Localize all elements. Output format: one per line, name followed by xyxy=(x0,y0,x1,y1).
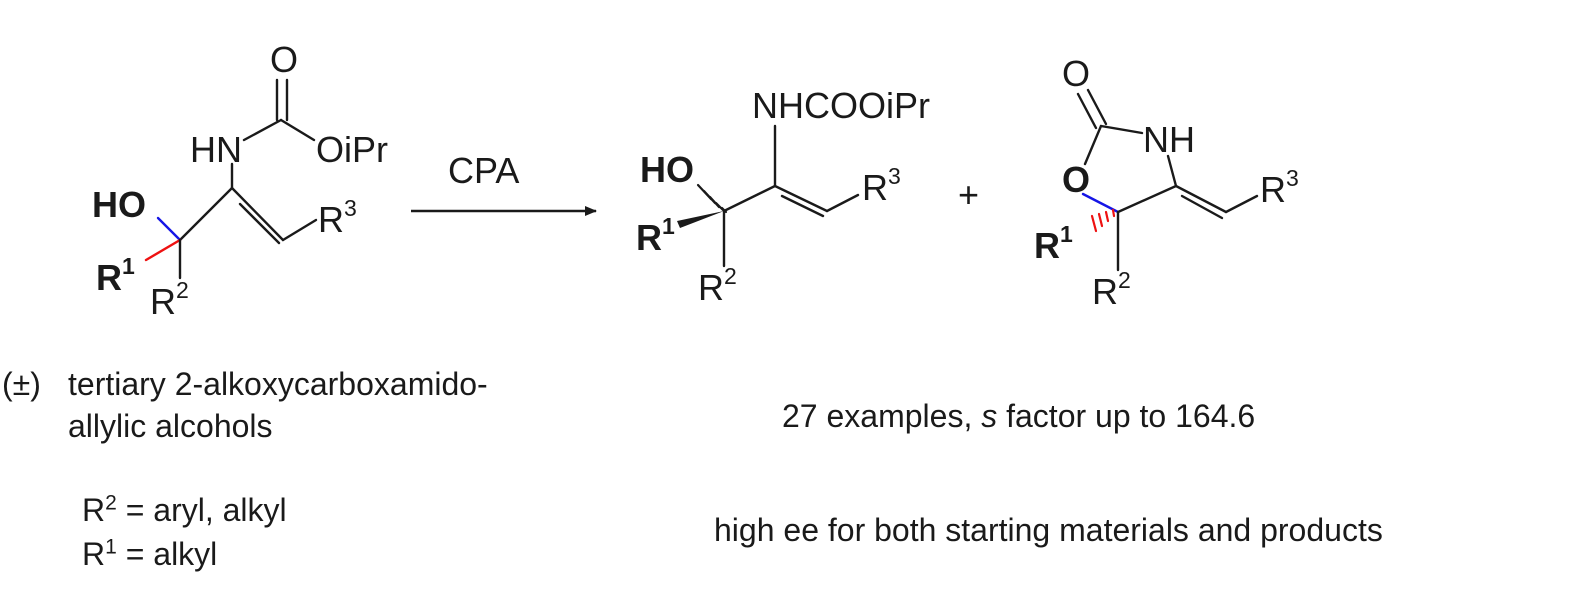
racemic-label: (±) xyxy=(2,366,41,402)
reagent-label: CPA xyxy=(448,150,519,191)
p2-nh: NH xyxy=(1143,119,1195,160)
sm-carbonyl-o: O xyxy=(270,39,298,80)
ee-summary: high ee for both starting materials and … xyxy=(714,512,1383,548)
sm-r1: R1 xyxy=(96,253,135,298)
starting-material: O HN OiPr HO R3 R1 R2 xyxy=(92,39,388,322)
examples-summary: 27 examples, s factor up to 164.6 xyxy=(782,398,1256,434)
p1-r1: R1 xyxy=(636,213,675,258)
substrate-class-line1: tertiary 2-alkoxycarboxamido- xyxy=(68,366,488,402)
product-alcohol: NHCOOiPr HO R3 R1 R2 xyxy=(636,85,930,308)
sm-r3: R3 xyxy=(318,195,357,240)
p2-r1: R1 xyxy=(1034,221,1073,266)
p2-carbonyl-o: O xyxy=(1062,53,1090,94)
plus-sign: + xyxy=(958,174,979,215)
product-oxazolidinone: O NH O R3 R1 R2 xyxy=(1034,53,1299,312)
reaction-arrow: CPA xyxy=(411,150,597,216)
r2-definition: R2 = aryl, alkyl xyxy=(82,491,287,528)
sm-oipr: OiPr xyxy=(316,129,388,170)
sm-hn: HN xyxy=(190,129,242,170)
sm-ho: HO xyxy=(92,184,146,225)
r1-definition: R1 = alkyl xyxy=(82,535,218,572)
substrate-class-line2: allylic alcohols xyxy=(68,408,273,444)
p1-r2: R2 xyxy=(698,263,737,308)
p1-ho: HO xyxy=(640,149,694,190)
p1-r3: R3 xyxy=(862,163,901,208)
p2-r3: R3 xyxy=(1260,165,1299,210)
sm-r2: R2 xyxy=(150,277,189,322)
p2-ring-o: O xyxy=(1062,159,1090,200)
p2-r2: R2 xyxy=(1092,267,1131,312)
p1-nhcooipr: NHCOOiPr xyxy=(752,85,930,126)
